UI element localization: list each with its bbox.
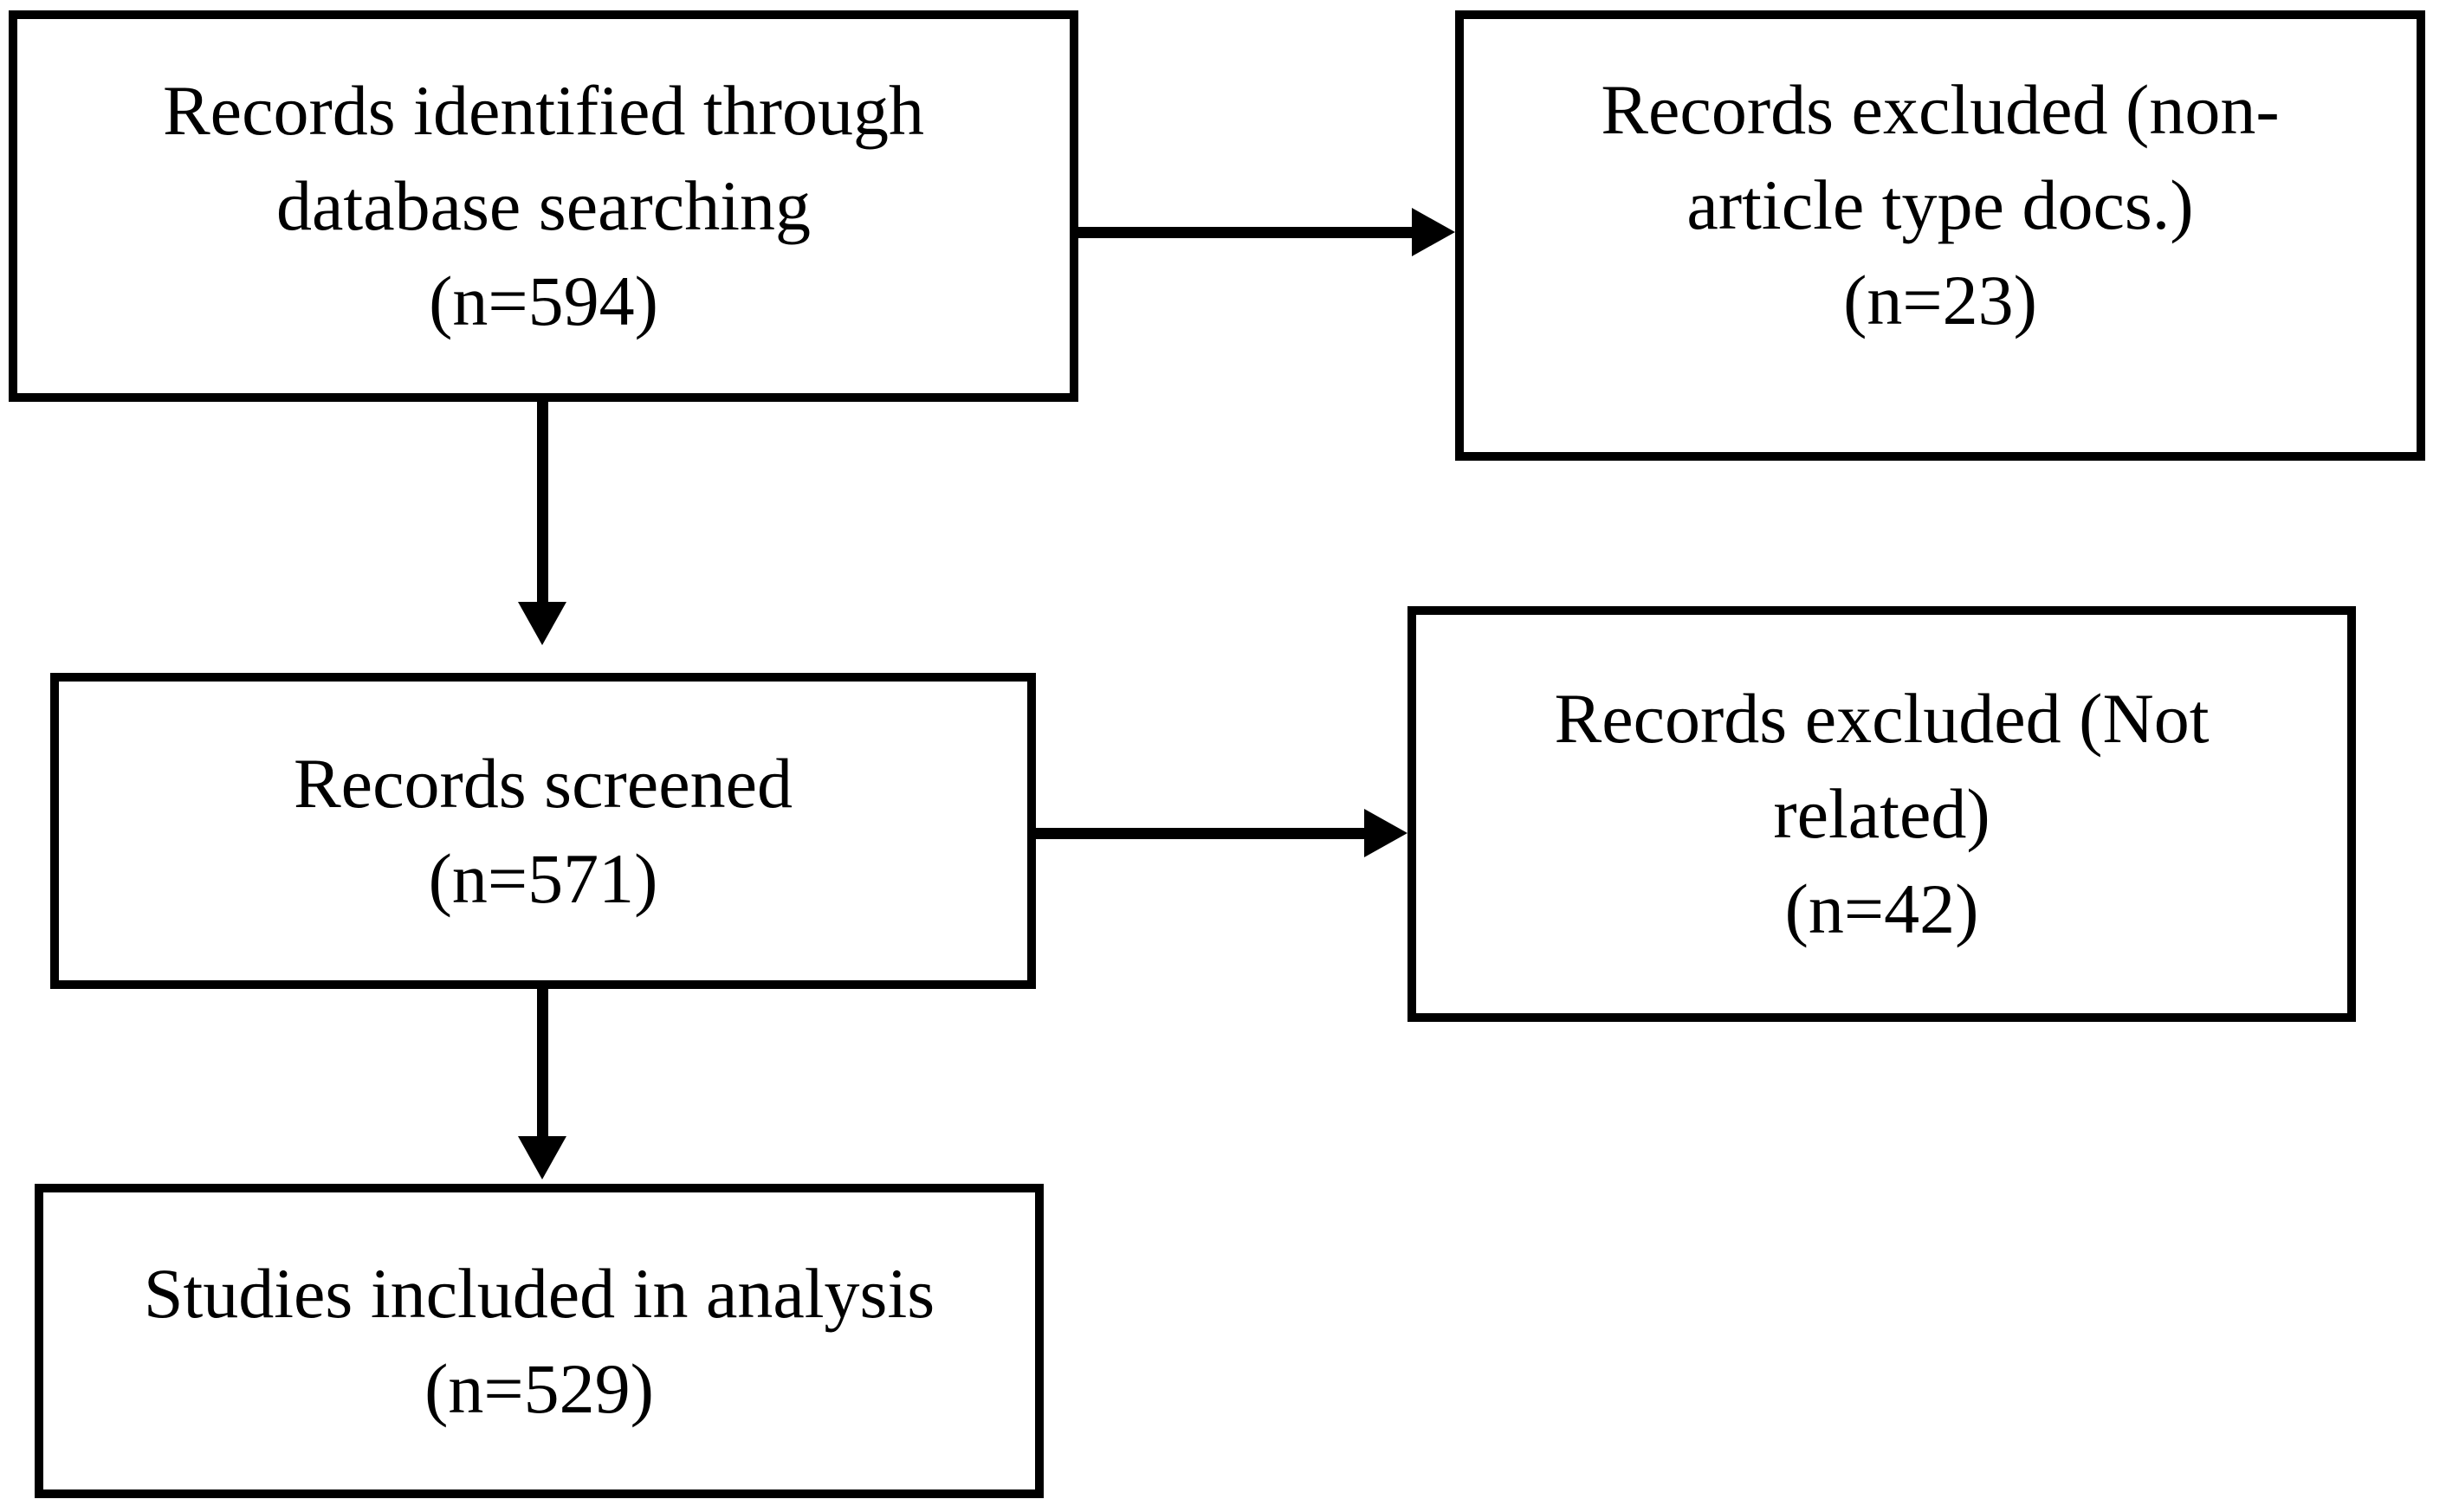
arrow-shaft [537,402,548,605]
node-count-line: (n=594) [429,262,658,340]
node-count-line: (n=23) [1843,261,2037,339]
node-text-line: related) [1773,774,1990,853]
arrowhead-right [1412,208,1455,256]
node-text-line: Records excluded (Not [1554,679,2210,758]
node-records-screened: Records screened (n=571) [50,673,1036,989]
arrowhead-down [518,1136,566,1179]
node-records-excluded-not-related: Records excluded (Not related) (n=42) [1407,606,2356,1022]
arrow-shaft [537,989,548,1138]
node-records-excluded-non-article: Records excluded (non- article type docs… [1455,10,2425,461]
node-studies-included: Studies included in analysis (n=529) [35,1184,1044,1498]
arrow-shaft [1036,828,1369,839]
node-text-line: Studies included in analysis [143,1253,935,1333]
node-text-line: Records identified through [162,71,925,150]
node-text-line: database searching [276,166,811,245]
arrowhead-down [518,602,566,645]
arrow-shaft [1078,227,1420,238]
node-text-line: article type docs.) [1686,165,2194,244]
node-text-line: Records screened [293,743,793,823]
arrowhead-right [1364,809,1407,857]
node-records-identified: Records identified through database sear… [9,10,1078,402]
node-count-line: (n=571) [428,838,658,918]
node-count-line: (n=529) [424,1348,654,1428]
node-count-line: (n=42) [1784,869,1979,948]
node-text-line: Records excluded (non- [1601,70,2280,149]
